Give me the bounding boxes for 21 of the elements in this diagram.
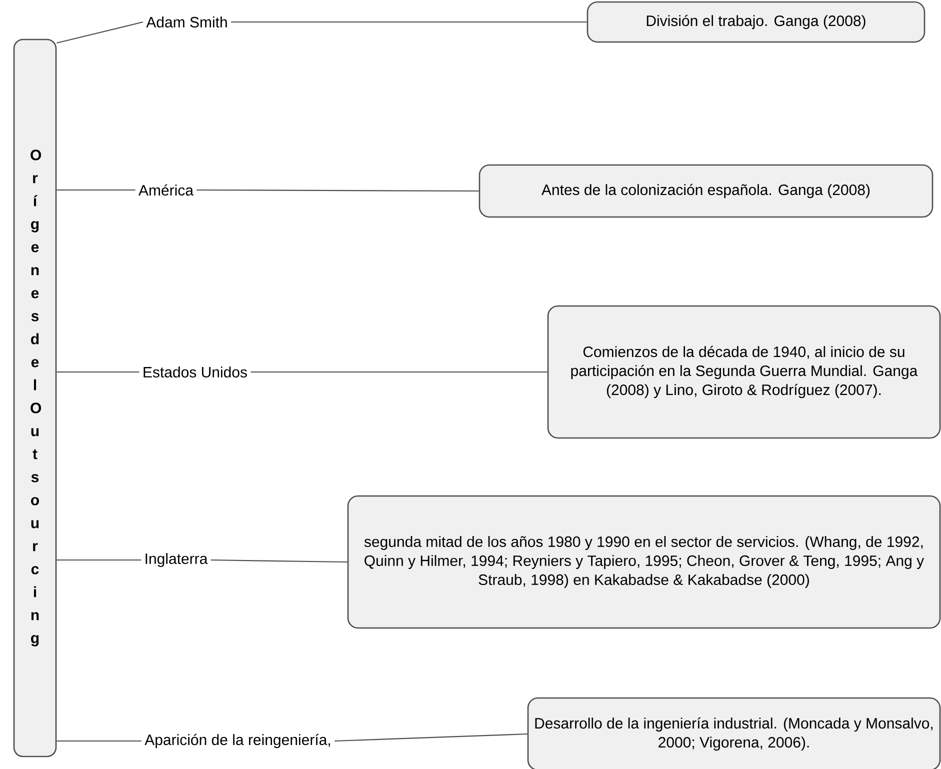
connector-line <box>56 371 140 373</box>
title-bar: Orígenes del Outsourcing <box>13 38 57 758</box>
connector-line <box>56 559 142 561</box>
branch-label: Aparición de la reingeniería, <box>144 734 330 748</box>
connector-line <box>250 371 548 373</box>
description-box: Comienzos de la década de 1940, al inicio de su participación en la Segunda Guerra Mundial. Ganga (2008) y Lino, Giroto & Rodríguez (2007). <box>547 305 941 439</box>
branch-label: América <box>138 184 194 196</box>
connector-line <box>56 21 144 44</box>
connector-line <box>56 189 136 191</box>
connector-line <box>56 740 142 742</box>
branch-label: Inglaterra <box>146 553 208 567</box>
connector-line <box>196 189 479 192</box>
description-box: División el trabajo. Ganga (2008) <box>586 1 926 43</box>
connector-line <box>334 733 528 742</box>
connector-line <box>210 559 348 563</box>
description-box: Desarrollo de la ingeniería industrial. (Moncada y Monsalvo, 2000; Vigorena, 2006). <box>527 697 941 769</box>
description-box: Antes de la colonización española. Ganga (2008) <box>478 164 934 218</box>
description-box: segunda mitad de los años 1980 y 1990 en el sector de servicios. (Whang, de 1992, Quinn y Hilmer, 1994; Reyniers y Tapiero, 1995; Cheon, Grover & Teng, 1995; Ang y Straub, 1998) en Kakabadse & Kakabadse (2000) <box>347 495 941 629</box>
branch-label: Estados Unidos <box>144 366 247 378</box>
branch-label: Adam Smith <box>146 16 227 28</box>
connector-line <box>231 21 587 23</box>
